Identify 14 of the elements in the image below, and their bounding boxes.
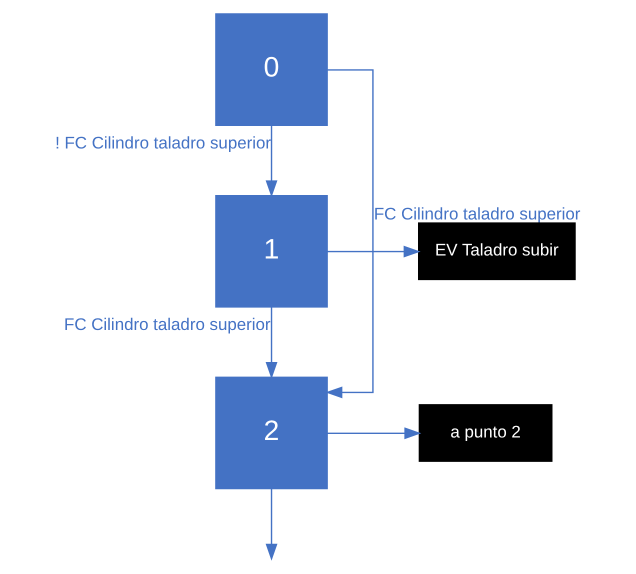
arrow [327, 427, 422, 440]
node-box: a punto 2 [418, 404, 552, 462]
arrow [266, 126, 278, 198]
node-box: 1 [215, 194, 328, 308]
edge-label: FC Cilindro taladro superior [64, 315, 271, 334]
node-box: EV Taladro subir [418, 222, 576, 280]
edge-label: ! FC Cilindro taladro superior [55, 134, 272, 153]
arrow [325, 69, 374, 398]
node-box: 2 [215, 376, 328, 490]
node-box: 0 [215, 13, 328, 126]
arrow [266, 488, 278, 561]
edge-label: FC Cilindro taladro superior [374, 204, 580, 224]
arrow [266, 307, 278, 379]
arrow [327, 246, 421, 258]
